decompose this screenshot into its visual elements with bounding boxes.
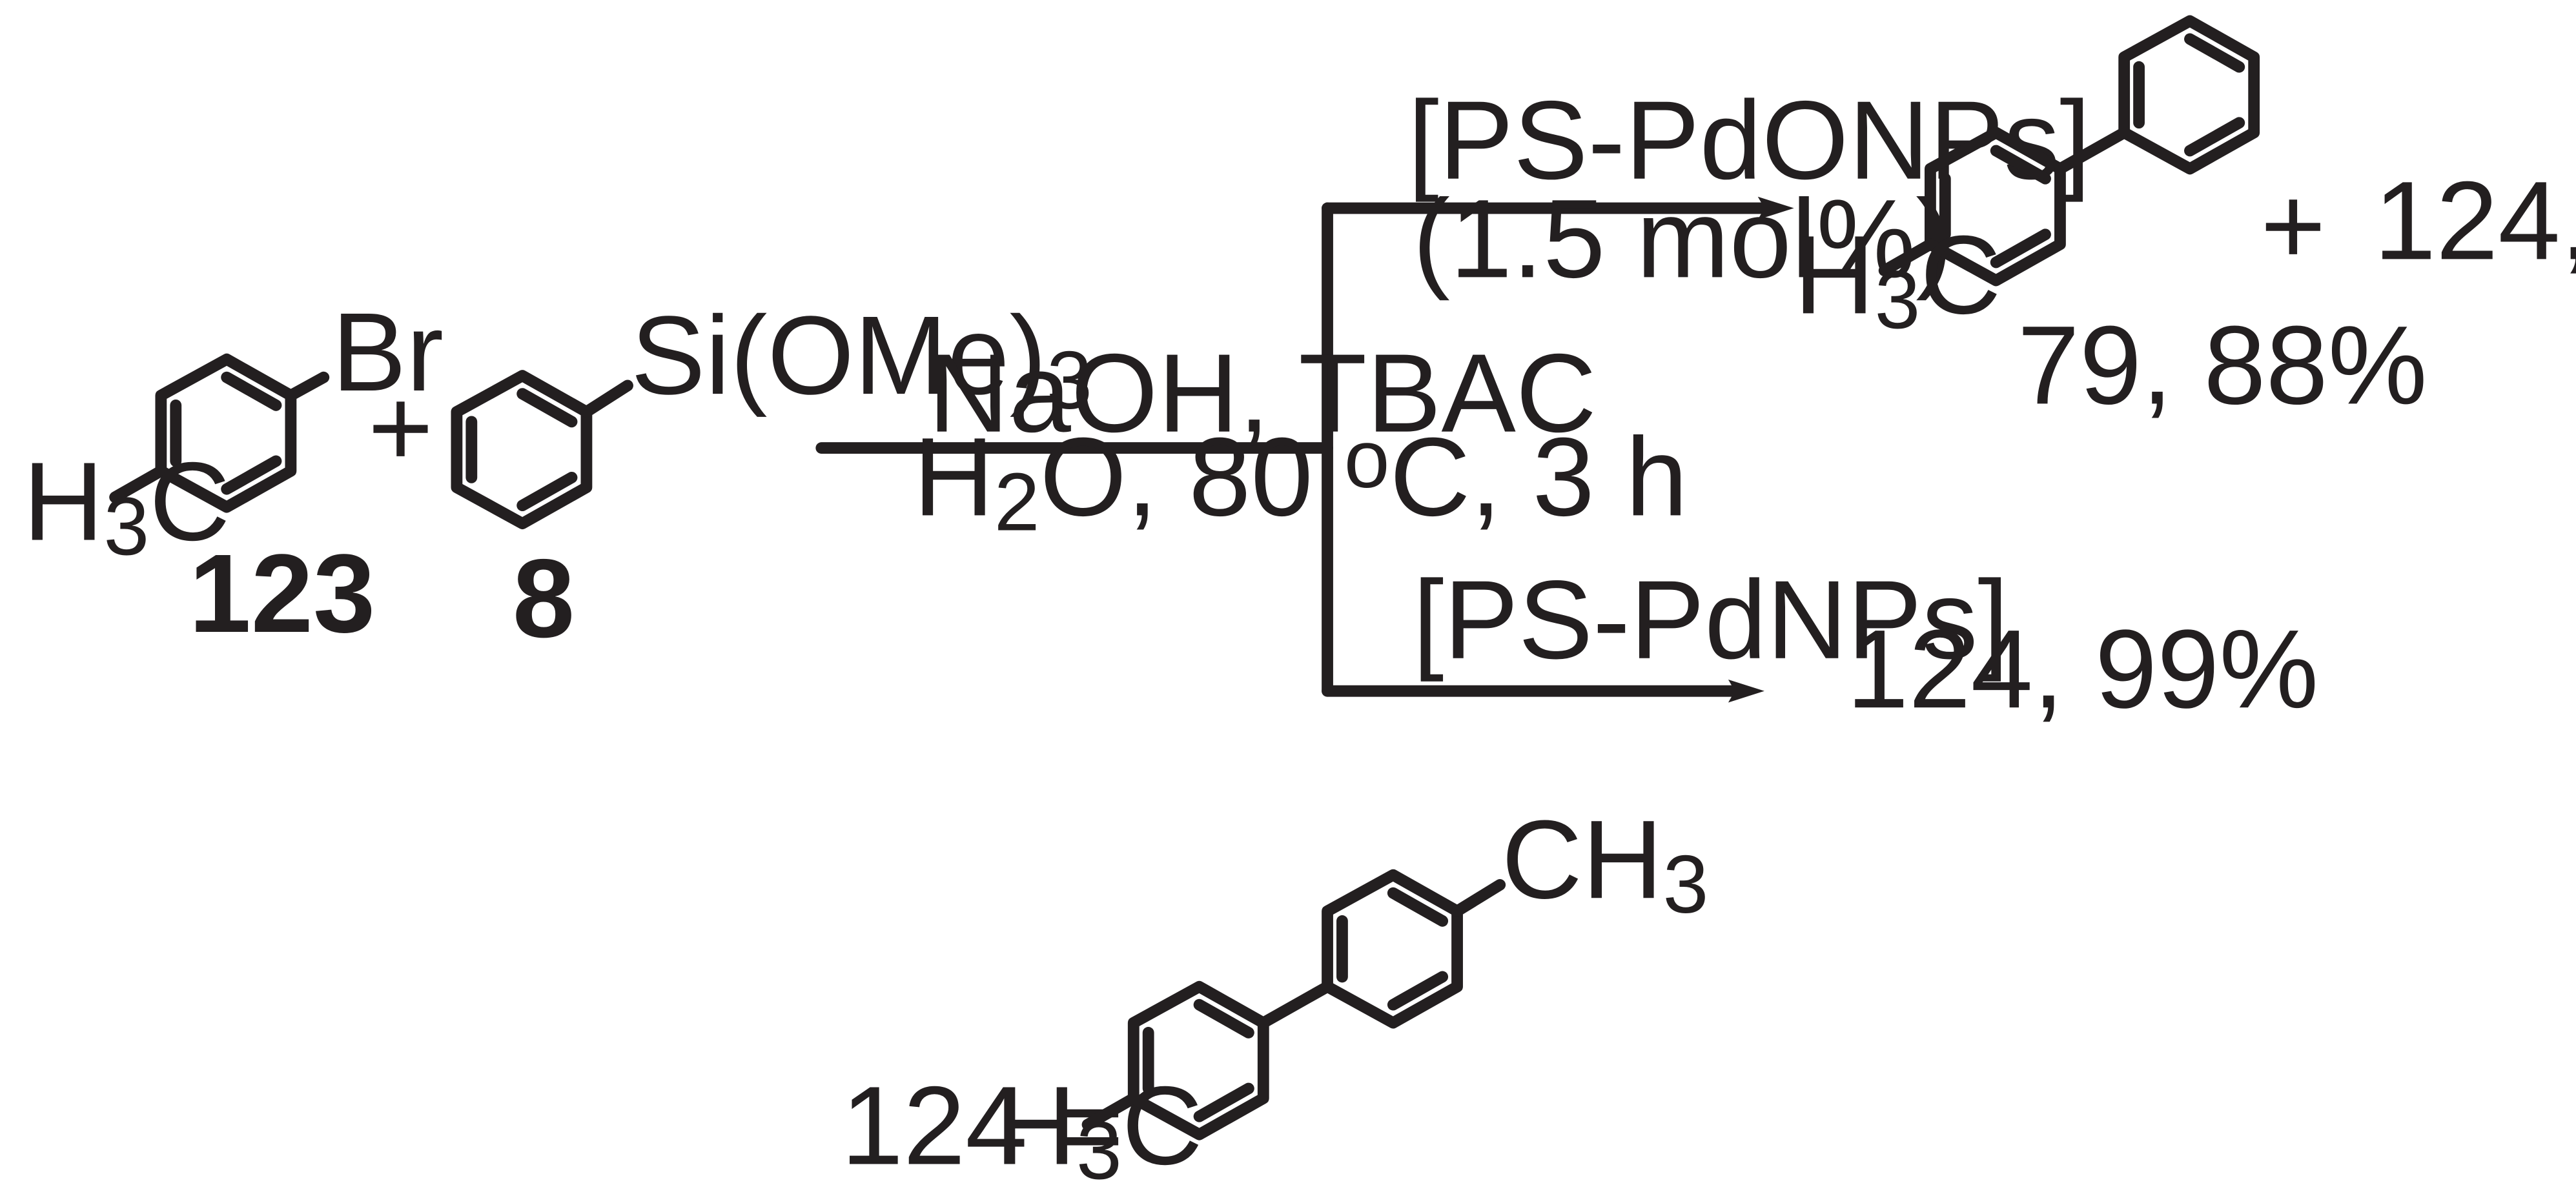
- product-79-caption: 79, 88%: [2018, 302, 2428, 427]
- compound-8-ring: [451, 370, 593, 530]
- methyl-bond-79: [1878, 238, 1936, 277]
- methyl-label-79: H3C: [1794, 212, 2001, 345]
- compound-8-structure: Si(OMe)3 8: [451, 292, 1092, 661]
- methyl-label-124-right: CH3: [1502, 796, 1709, 930]
- compound-123-structure: Br H3C 123: [23, 289, 444, 656]
- reaction-arrows: [815, 196, 1794, 703]
- biaryl-bond-79: [2054, 127, 2131, 175]
- compound-124-ring-a: [1127, 980, 1269, 1140]
- methyl-bond-124-right: [1451, 879, 1506, 917]
- methyl-label-123: H3C: [23, 439, 230, 572]
- c-br-bond: [285, 371, 330, 401]
- plus-sign-products: +: [2260, 163, 2326, 288]
- conditions-reagents: NaOH, TBAC: [928, 330, 1597, 456]
- byproduct-124-caption: 124, 0%: [2374, 157, 2576, 283]
- compound-label-8: 8: [513, 536, 575, 661]
- silyl-label: Si(OMe)3: [631, 292, 1092, 426]
- product-79-structure: H3C 79, 88%: [1794, 15, 2428, 427]
- compound-label-123: 123: [189, 531, 376, 656]
- methyl-bond: [109, 465, 167, 503]
- biaryl-bond-124: [1257, 980, 1333, 1029]
- lower-product-caption: 124, 99%: [1846, 606, 2318, 731]
- plus-sign-reactants: +: [368, 365, 433, 490]
- methyl-bond-124-left: [1081, 1092, 1140, 1131]
- definition-label: 124 =: [841, 1063, 1124, 1185]
- conditions-solvent: H2O, 80 oC, 3 h: [914, 413, 1688, 547]
- compound-124-definition: 124 = H3C CH3: [841, 796, 1709, 1185]
- lower-catalyst: [PS-PdNPs]: [1413, 557, 2009, 682]
- compound-124-ring-b: [1322, 869, 1463, 1029]
- lower-arrowhead: [1728, 679, 1764, 703]
- c-si-bond: [580, 380, 633, 418]
- product-79-ring-b: [2118, 15, 2260, 175]
- bromine-label: Br: [332, 289, 444, 414]
- upper-loading: (1.5 mol%): [1413, 176, 1952, 301]
- upper-arrowhead: [1757, 196, 1794, 220]
